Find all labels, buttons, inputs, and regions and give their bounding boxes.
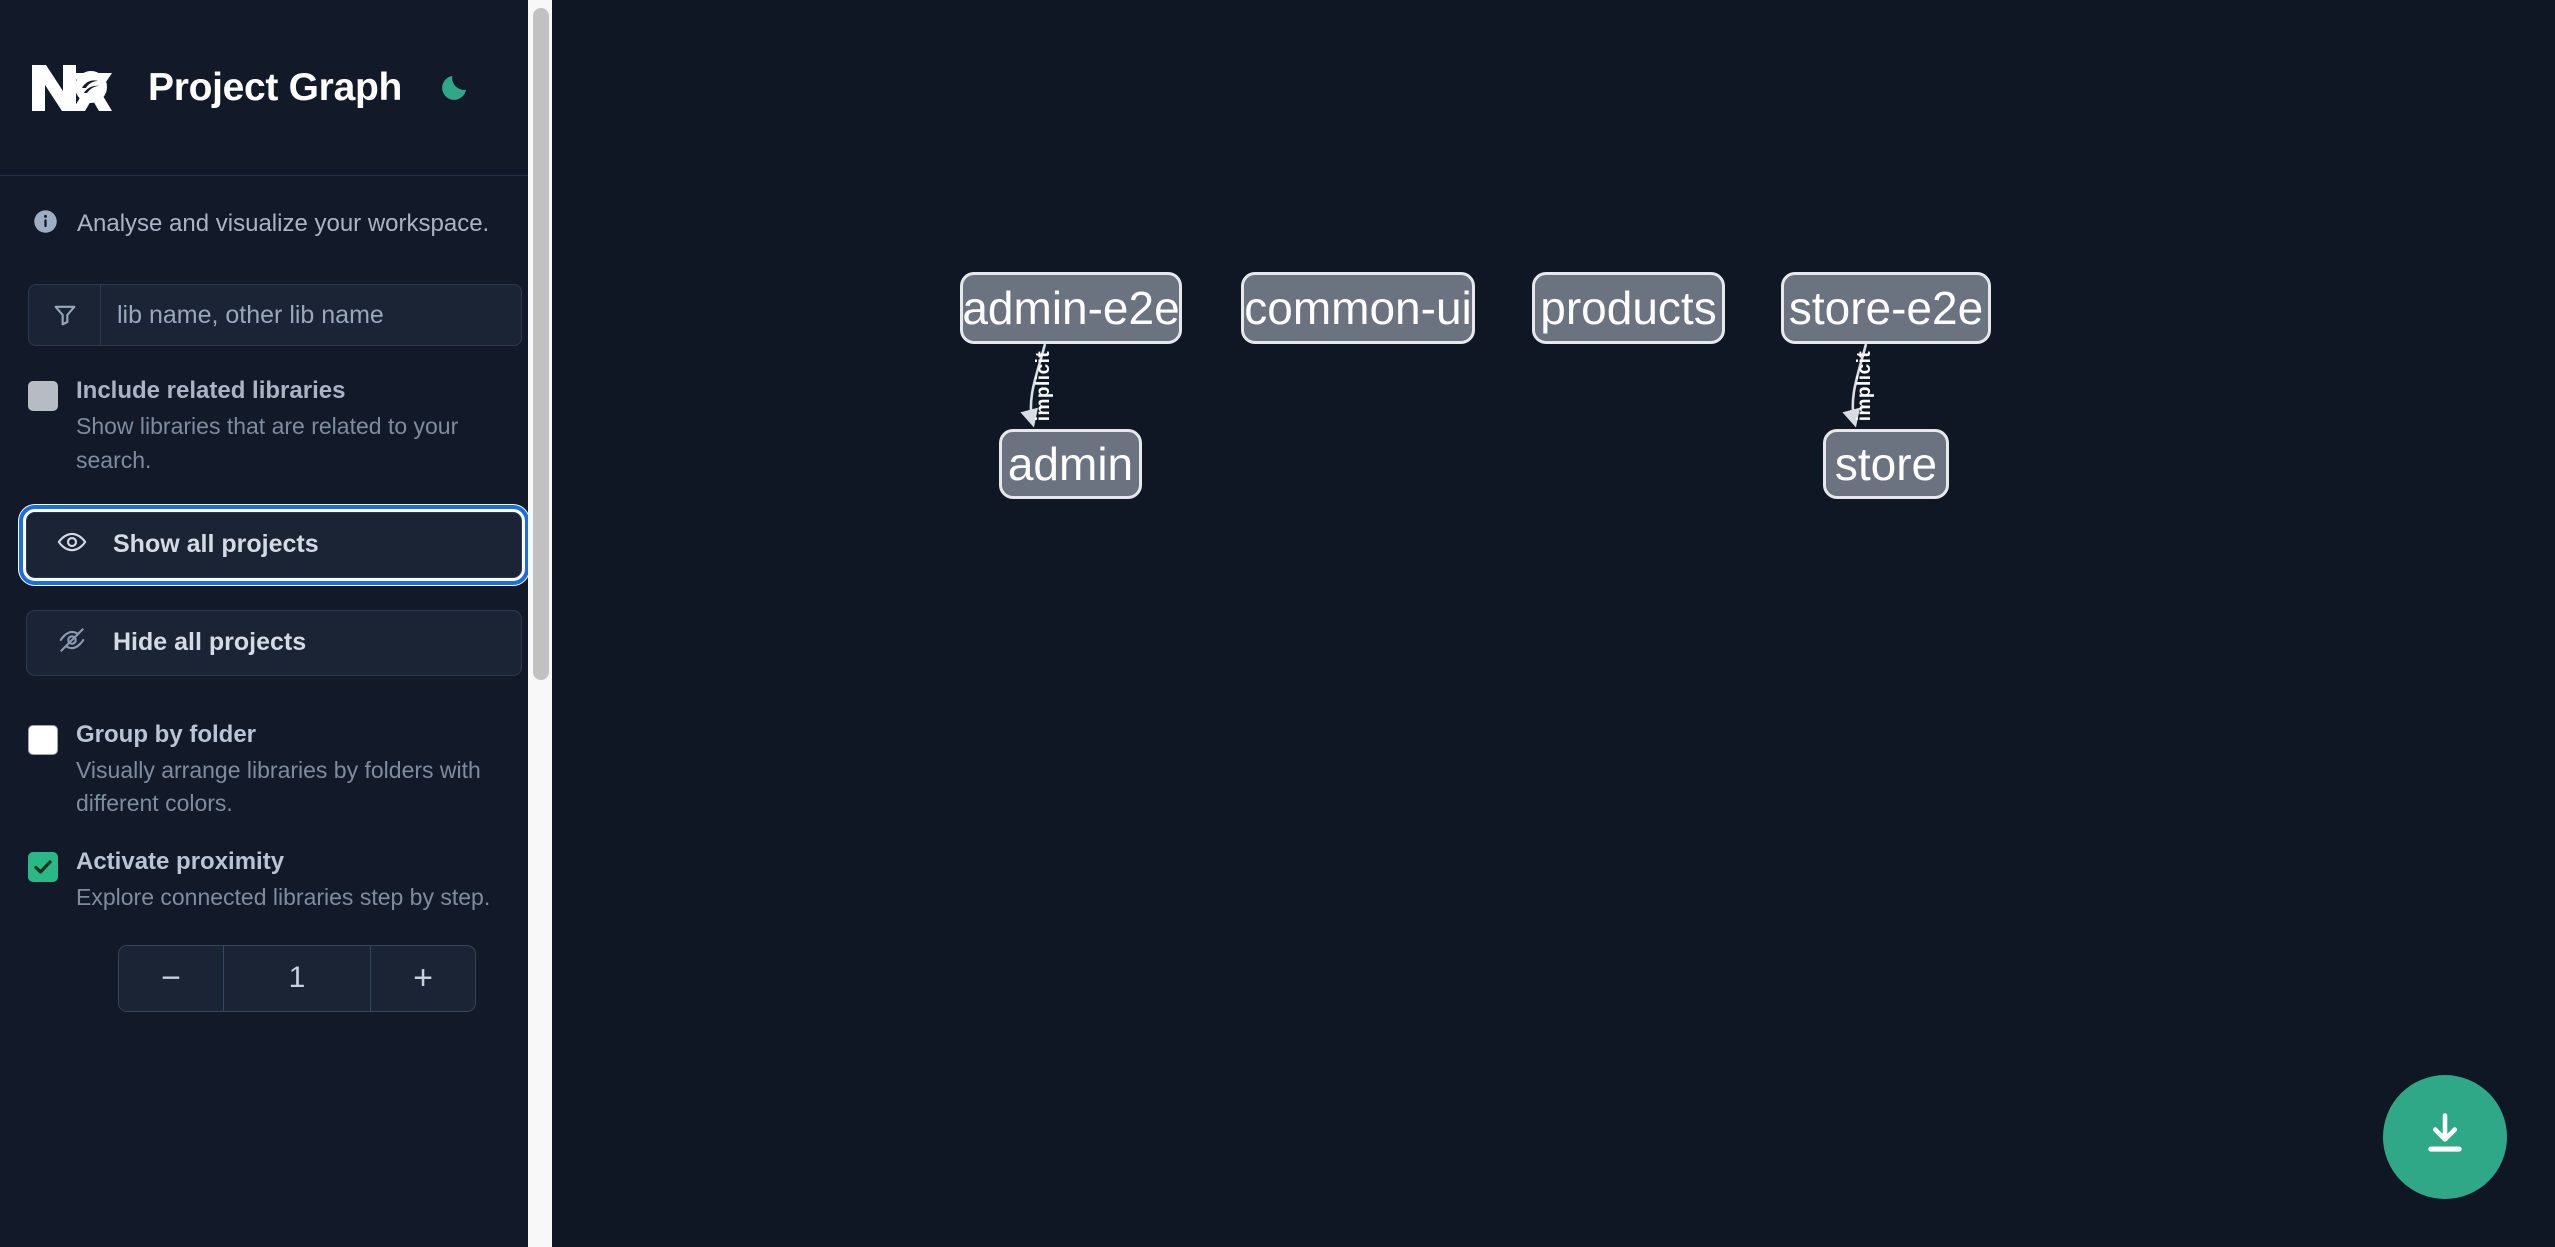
hide-all-projects-wrap: Hide all projects: [0, 578, 552, 676]
proximity-stepper: − 1 +: [118, 944, 476, 1012]
eye-off-icon: [57, 625, 87, 660]
search-input[interactable]: [101, 285, 521, 345]
nx-logo: [28, 55, 120, 121]
option-group-by-folder[interactable]: Group by folder Visually arrange librari…: [0, 676, 552, 822]
sidebar-scrollbar-thumb[interactable]: [533, 8, 549, 680]
activate-proximity-description: Explore connected libraries step by step…: [76, 884, 491, 911]
search-field[interactable]: [28, 284, 522, 346]
sidebar-scrollbar-track[interactable]: [528, 0, 552, 1247]
info-icon: [32, 208, 59, 240]
funnel-icon: [29, 285, 101, 345]
graph-node-admin-e2e[interactable]: admin-e2e: [960, 272, 1182, 344]
proximity-stepper-wrap: − 1 +: [0, 915, 552, 1012]
download-graph-button[interactable]: [2383, 1075, 2507, 1199]
graph-node-store[interactable]: store: [1823, 429, 1949, 499]
download-icon: [2419, 1109, 2471, 1166]
brand-header: Project Graph: [0, 0, 552, 176]
graph-node-admin[interactable]: admin: [999, 429, 1142, 499]
moon-icon[interactable]: [432, 66, 476, 110]
include-related-libraries-label: Include related libraries: [76, 377, 346, 404]
stepper-increment-button[interactable]: +: [370, 945, 475, 1011]
graph-node-common-ui[interactable]: common-ui: [1241, 272, 1475, 344]
hide-all-projects-label: Hide all projects: [113, 628, 307, 657]
activate-proximity-label: Activate proximity: [76, 848, 285, 876]
include-related-libraries-description: Show libraries that are related to your …: [76, 413, 459, 473]
option-include-related-libraries[interactable]: Include related libraries Show libraries…: [0, 346, 552, 478]
eye-icon: [57, 527, 87, 562]
option-activate-proximity[interactable]: Activate proximity Explore connected lib…: [0, 821, 552, 915]
show-all-projects-button[interactable]: Show all projects: [19, 504, 529, 585]
show-all-projects-label: Show all projects: [113, 530, 319, 559]
workspace-info-text: Analyse and visualize your workspace.: [77, 210, 490, 237]
workspace-info: Analyse and visualize your workspace.: [0, 176, 552, 240]
graph-node-products[interactable]: products: [1532, 272, 1725, 344]
stepper-decrement-button[interactable]: −: [119, 945, 224, 1011]
edge-label-store-implicit: implicit: [1854, 350, 1875, 422]
hide-all-projects-button[interactable]: Hide all projects: [26, 609, 522, 676]
graph-canvas[interactable]: implicit implicit admin-e2e common-ui pr…: [552, 0, 2555, 1247]
edge-label-admin-implicit: implicit: [1033, 350, 1054, 422]
graph-edges: [1020, 343, 1868, 428]
stepper-value: 1: [288, 961, 306, 995]
graph-node-store-e2e[interactable]: store-e2e: [1781, 272, 1991, 344]
group-by-folder-description: Visually arrange libraries by folders wi…: [76, 756, 481, 817]
group-by-folder-checkbox[interactable]: [28, 724, 58, 755]
include-related-libraries-checkbox[interactable]: [28, 381, 58, 411]
page-title: Project Graph: [148, 65, 402, 109]
filter-section: [0, 240, 552, 346]
group-by-folder-label: Group by folder: [76, 720, 256, 748]
show-all-projects-wrap: Show all projects: [0, 478, 552, 585]
sidebar: Project Graph Analyse and visualize your…: [0, 0, 552, 1247]
activate-proximity-checkbox[interactable]: [28, 852, 58, 883]
